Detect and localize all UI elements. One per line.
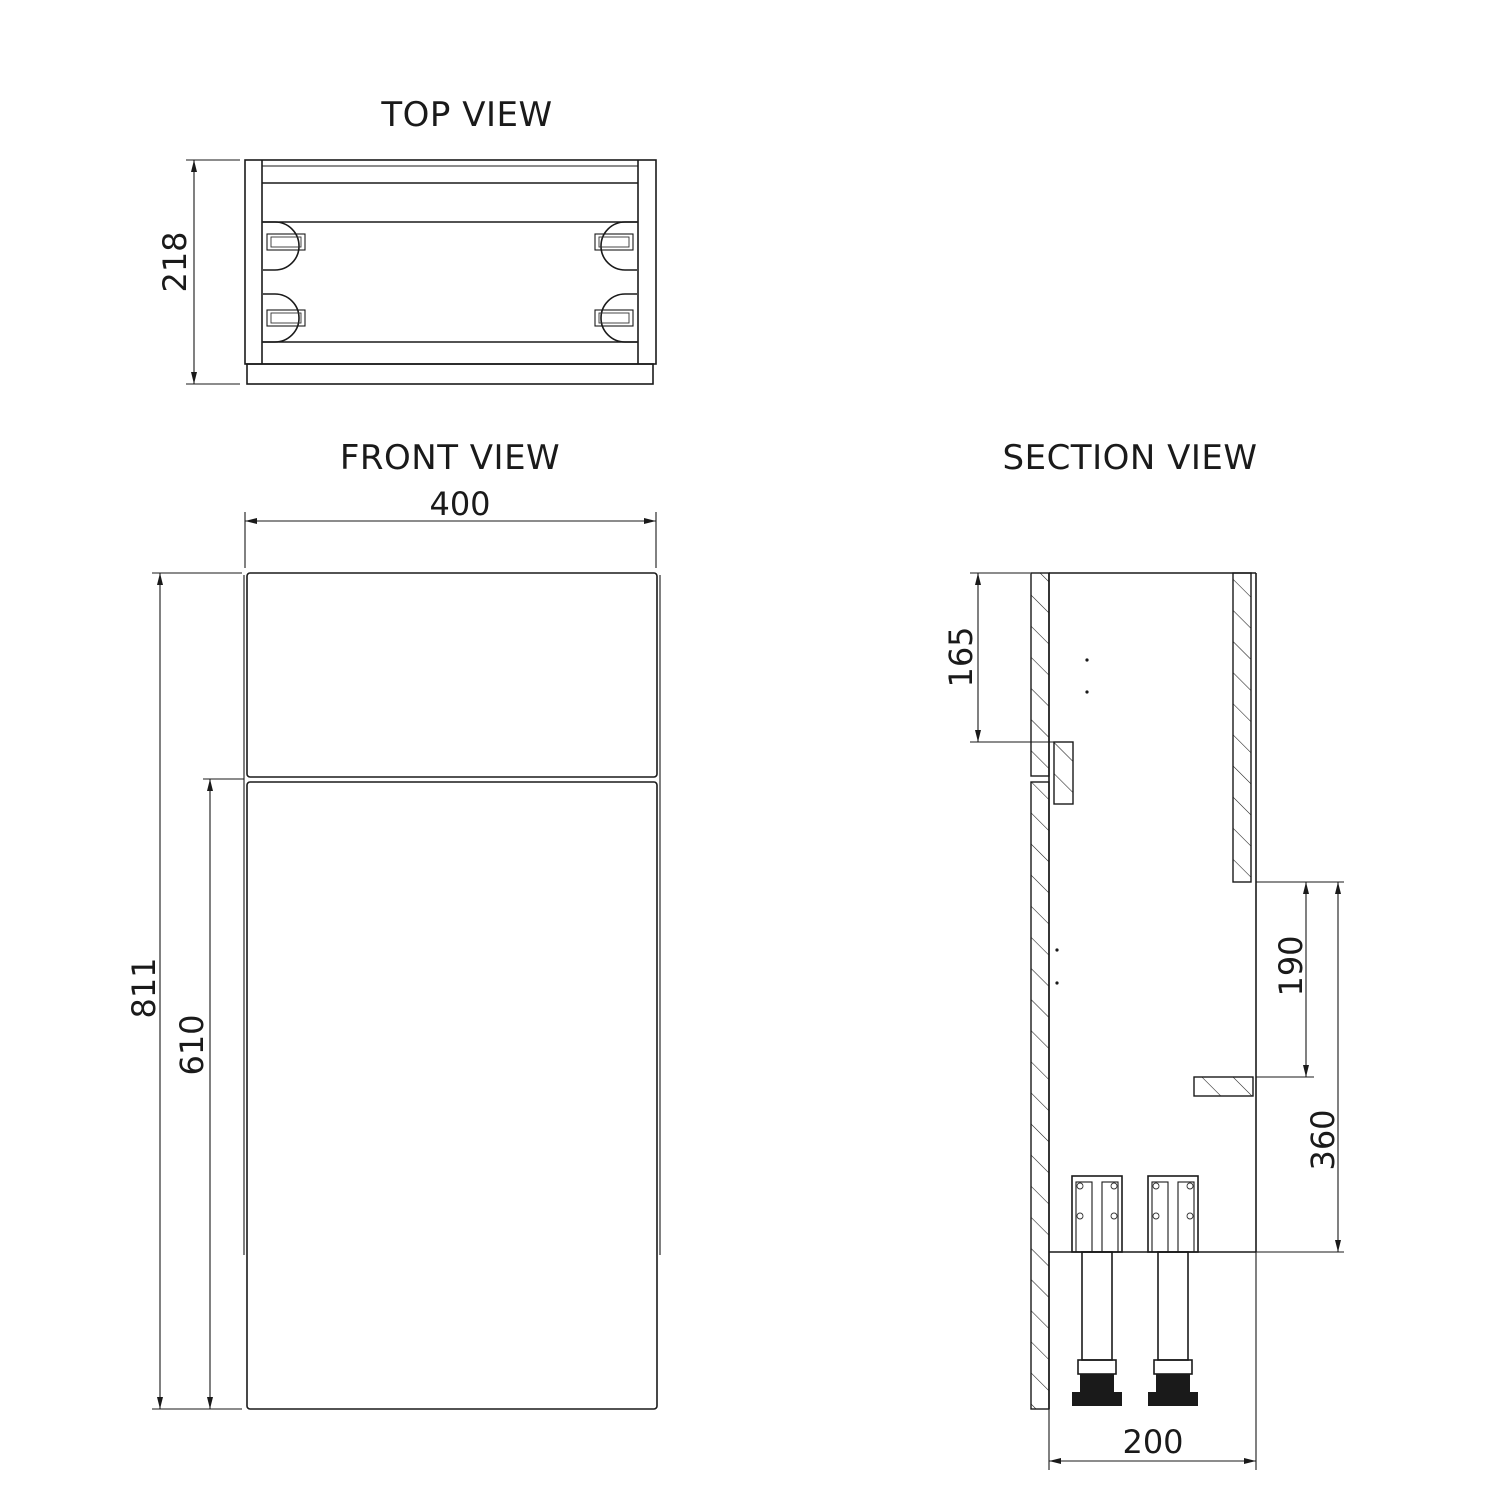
dim-section-depth: 200 xyxy=(1122,1423,1183,1461)
shelf-block xyxy=(1193,1076,1254,1097)
bracket-bottom-left xyxy=(263,293,306,343)
front-view-title: FRONT VIEW xyxy=(340,438,560,478)
dim-section-190: 190 xyxy=(1272,935,1310,996)
dim-section-360: 360 xyxy=(1304,1109,1342,1170)
top-view: 218 xyxy=(156,159,657,385)
section-view: 165 190 360 200 xyxy=(942,572,1344,1470)
bracket-top-left xyxy=(263,221,306,271)
dim-front-height: 811 xyxy=(125,957,163,1018)
top-view-title: TOP VIEW xyxy=(380,95,552,135)
dim-section-drawer: 165 xyxy=(942,626,980,687)
dim-front-door: 610 xyxy=(173,1014,211,1075)
dim-top-depth: 218 xyxy=(156,231,194,292)
rail-block xyxy=(1053,741,1074,805)
dim-front-width: 400 xyxy=(429,485,490,523)
leg-left xyxy=(1071,1175,1123,1406)
back-upper-panel xyxy=(1232,572,1252,883)
door-front xyxy=(246,781,658,1410)
door-panel xyxy=(1030,781,1050,1410)
bracket-bottom-right xyxy=(594,293,637,343)
bracket-top-right xyxy=(594,221,637,271)
drawer-front xyxy=(246,572,658,778)
section-view-title: SECTION VIEW xyxy=(1003,438,1258,478)
front-view: 400 811 610 xyxy=(125,485,661,1410)
drawer-front-panel xyxy=(1030,572,1050,777)
leg-right xyxy=(1147,1175,1199,1406)
